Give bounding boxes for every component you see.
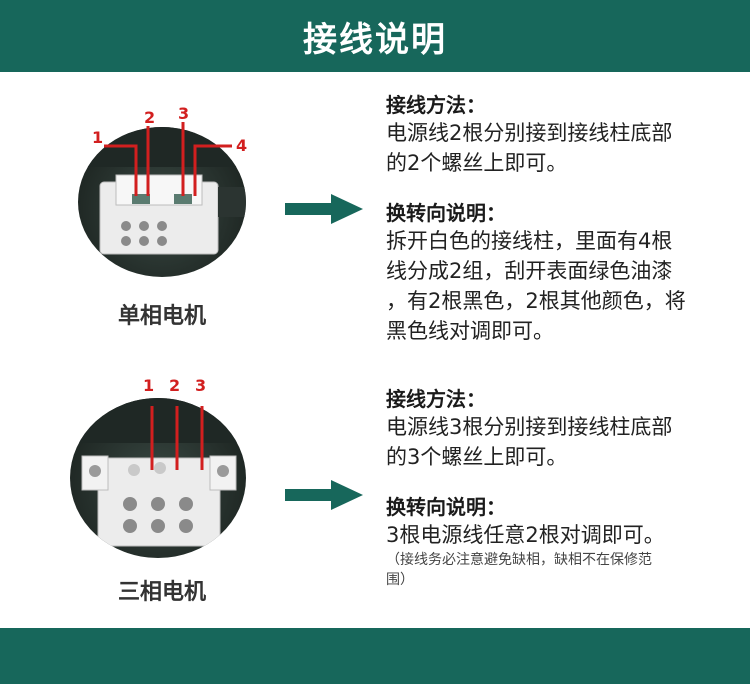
single-phase-photo [78, 127, 246, 277]
single-reverse-line-3: ，有2根黑色，2根其他颜色，将 [386, 289, 686, 313]
single-phase-caption: 单相电机 [117, 304, 206, 329]
wire-number-3: 3 [195, 376, 207, 395]
page-title: 接线说明 [303, 19, 447, 60]
single-reverse-line-4: 黑色线对调即可。 [386, 319, 554, 343]
three-note-line-1: （接线务必注意避免缺相，缺相不在保修范 [386, 552, 652, 568]
single-phase-instructions: 接线方法： 电源线2根分别接到接线柱底部 的2个螺丝上即可。 换转向说明： 拆开… [386, 92, 748, 346]
header-bar: 接线说明 [0, 0, 750, 72]
three-method-line-1: 电源线3根分别接到接线柱底部 [386, 415, 673, 439]
three-note-line-2: 围） [386, 572, 414, 588]
single-reverse-line-1: 拆开白色的接线柱，里面有4根 [386, 229, 673, 253]
wire-number-2: 2 [144, 108, 156, 127]
single-method-line-2: 的2个螺丝上即可。 [386, 151, 568, 175]
single-reverse-line-2: 线分成2组，刮开表面绿色油漆 [386, 259, 673, 283]
arrow-right-icon [285, 480, 363, 510]
three-method-line-2: 的3个螺丝上即可。 [386, 445, 568, 469]
wire-number-1: 1 [143, 376, 155, 395]
wire-number-1: 1 [92, 128, 104, 147]
wire-number-3: 3 [178, 104, 190, 123]
wire-number-2: 2 [169, 376, 181, 395]
three-method-heading: 接线方法： [386, 387, 486, 411]
three-phase-caption: 三相电机 [117, 580, 206, 605]
three-phase-instructions: 接线方法： 电源线3根分别接到接线柱底部 的3个螺丝上即可。 换转向说明： 3根… [386, 386, 748, 590]
three-reverse-line-1: 3根电源线任意2根对调即可。 [386, 523, 665, 547]
single-reverse-heading: 换转向说明： [386, 201, 506, 225]
single-method-line-1: 电源线2根分别接到接线柱底部 [386, 121, 673, 145]
wire-number-4: 4 [236, 136, 248, 155]
three-phase-photo [70, 398, 246, 558]
single-method-heading: 接线方法： [386, 93, 486, 117]
arrow-right-icon [285, 194, 363, 224]
footer-bar [0, 628, 750, 684]
three-reverse-heading: 换转向说明： [386, 495, 506, 519]
